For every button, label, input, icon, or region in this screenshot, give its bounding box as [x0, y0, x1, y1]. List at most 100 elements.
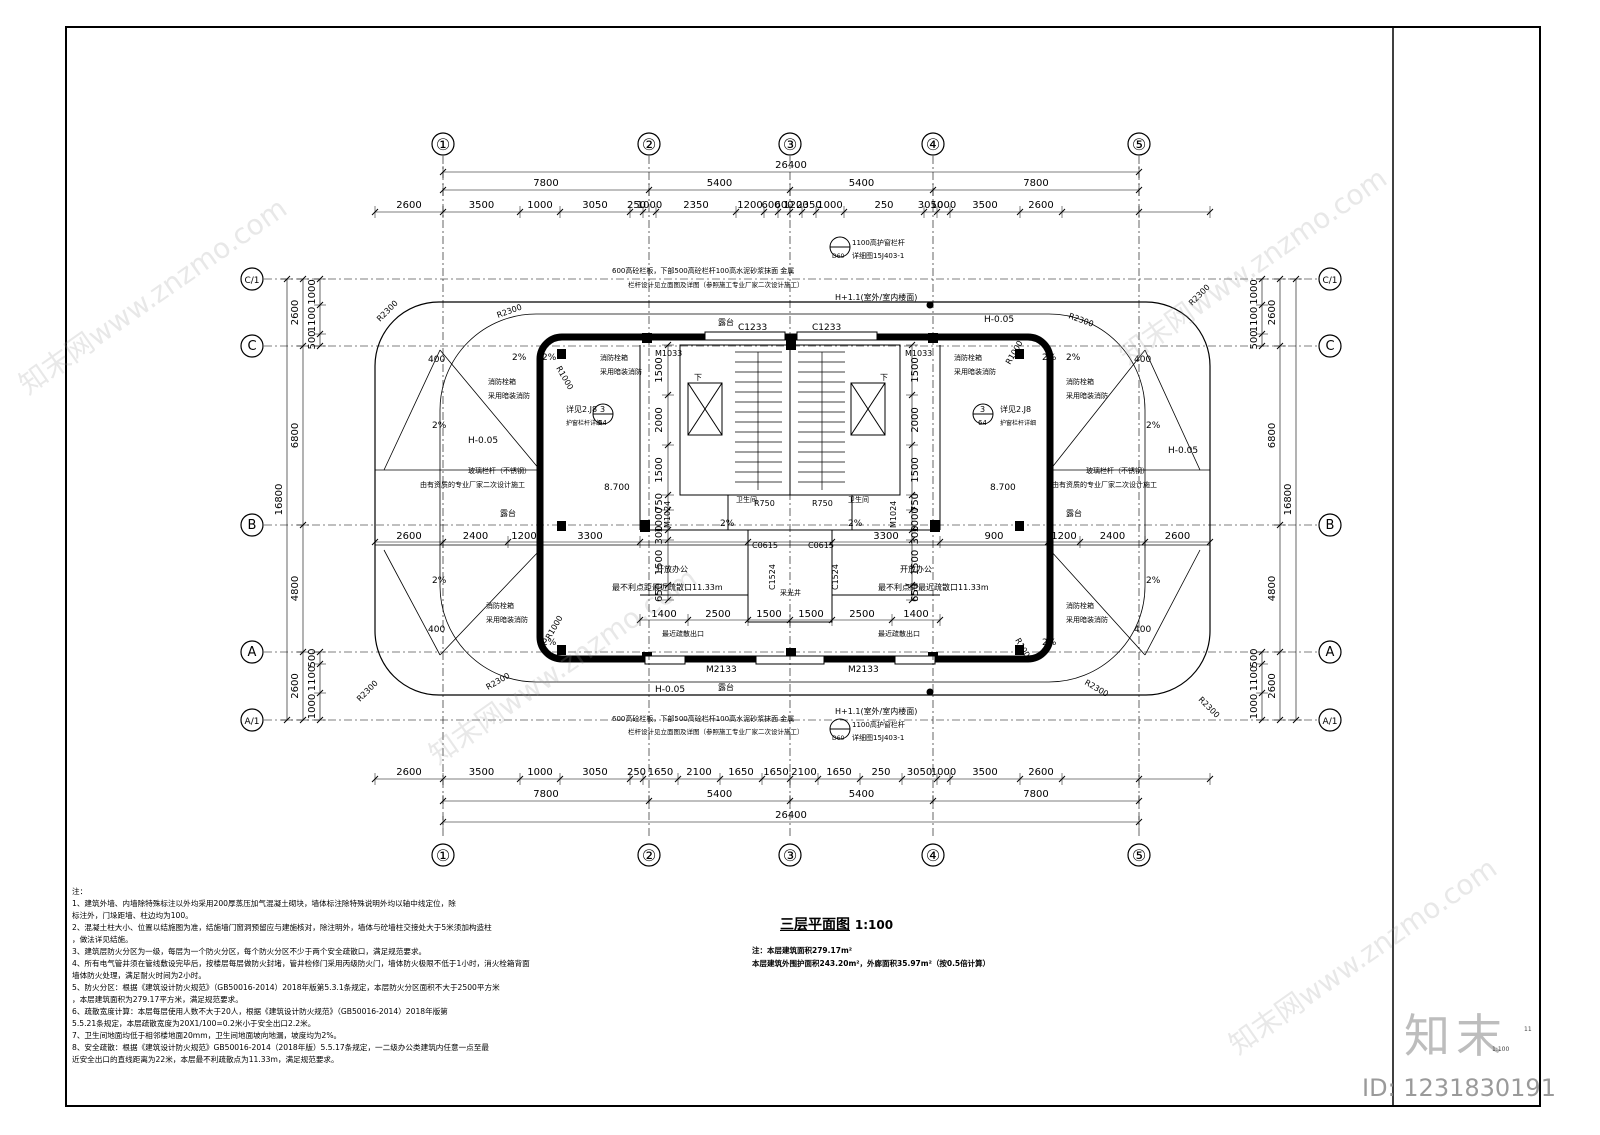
stair-label: 下: [880, 373, 888, 382]
grid-bubble-label: C/1: [244, 276, 259, 286]
dimension-label: 26400: [775, 160, 807, 171]
radius-label: R2300: [375, 299, 400, 324]
note-line: 5、防火分区：根据《建筑设计防火规范》（GB50016-2014）2018年版第…: [72, 983, 500, 992]
hydrant-label: 消防栓箱: [600, 353, 628, 362]
dimension-label: 2350: [796, 200, 821, 211]
corner-scale-text: 1:100: [1492, 1046, 1510, 1053]
room-label: 开放办公: [656, 564, 688, 574]
grid-bubble: [1127, 843, 1151, 867]
grid-bubble-label: B: [248, 518, 257, 533]
hydrant-label: 采用暗装消防: [488, 391, 530, 400]
radius-label: R1000: [554, 365, 575, 392]
dimension-label: 1200: [737, 200, 762, 211]
dimension-label: 650: [654, 583, 665, 602]
dimension-label: 750: [654, 493, 665, 512]
dimension-label: 1500: [910, 357, 921, 382]
offset-label: 400: [1134, 355, 1151, 365]
area-line-1: 注：本层建筑面积279.17m²: [752, 946, 853, 955]
dimension-label: 2600: [290, 673, 301, 698]
dimension-label: 250: [874, 200, 893, 211]
dimension-label: 3050: [907, 767, 932, 778]
note-line: 7、卫生间地面均低于相邻楼地面20mm，卫生间地面坡向地漏，坡度均为2%。: [72, 1031, 342, 1040]
grid-bubble-label: A/1: [245, 717, 260, 727]
dimension-label: 16800: [274, 484, 285, 516]
dimension-label: 3300: [577, 531, 602, 542]
grid-bubble-label: ①: [436, 135, 450, 154]
elevation-label: H-0.05: [468, 436, 498, 446]
note-line: ，做法详见结施。: [72, 935, 133, 944]
grid-bubble-label: A: [1326, 645, 1335, 660]
exit-label: 最近疏散出口: [662, 629, 704, 638]
grid-bubble-label: ③: [783, 846, 797, 865]
grid-bubble: [637, 132, 661, 156]
dimension-label: 1000: [1249, 279, 1260, 304]
detail-ref: 3: [980, 405, 985, 414]
slope-label: 2%: [542, 638, 557, 648]
hydrant-label: 消防栓箱: [488, 377, 516, 386]
distance-label: 最不利点距最近疏散口11.33m: [612, 582, 723, 592]
dimension-label: 1100: [1249, 307, 1260, 332]
grid-bubble: [1127, 132, 1151, 156]
dimension-label: 16800: [1283, 484, 1294, 516]
hydrant-label: 采用暗装消防: [1066, 391, 1108, 400]
grid-bubble: [240, 640, 264, 664]
dimension-label: 4800: [290, 576, 301, 601]
dimension-label: 900: [984, 531, 1003, 542]
dimension-label: 250: [627, 200, 646, 211]
floor-level: 8.700: [604, 483, 630, 493]
drawing-title: 三层平面图 1:100: [780, 914, 893, 934]
dimension-label: 1650: [826, 767, 851, 778]
railing-ref: 详细图15J403-1: [852, 251, 904, 260]
dimension-label: 1000: [307, 279, 318, 304]
dimension-label: 26400: [775, 810, 807, 821]
railing-ref: 详细图15J403-1: [852, 733, 904, 742]
dimension-label: 1500: [910, 550, 921, 575]
door-tag: M1024: [663, 501, 672, 528]
room-label: 卫生间: [736, 495, 757, 504]
dimension-label: 1100: [1249, 666, 1260, 691]
dimension-label: 2500: [705, 609, 730, 620]
dimension-label: 1100: [307, 666, 318, 691]
railing-ref: 1100高护窗栏杆: [852, 720, 905, 729]
grid-bubble-label: ⑤: [1132, 135, 1146, 154]
note-line: 近安全出口的直线距离为22米，本层最不利疏散点为11.33m，满足规范要求。: [72, 1055, 339, 1064]
room-label: 采光井: [780, 588, 801, 597]
dimension-label: 500: [1249, 330, 1260, 349]
dimension-label: 2600: [1267, 673, 1278, 698]
balcony-edge-outline: [439, 313, 1146, 683]
dimension-chains: 26400 7800 5400 5400 7800 2600 3 500 1000 3050 250…: [274, 160, 1302, 828]
floor-level: 8.700: [990, 483, 1016, 493]
hydrant-label: 采用暗装消防: [954, 367, 996, 376]
dimension-label: 1000: [1249, 694, 1260, 719]
grid-bubble-label: B: [1326, 518, 1335, 533]
dimension-label: 1200: [783, 200, 808, 211]
elevation-label: H+1.1(室外/室内楼面): [835, 292, 917, 302]
section-markers: [592, 236, 994, 740]
dimension-label: 5400: [707, 789, 732, 800]
elevation-label: H-0.05: [984, 315, 1014, 325]
offset-label: 400: [428, 355, 445, 365]
dimension-label: 2000: [910, 407, 921, 432]
dimension-label: 2350: [683, 200, 708, 211]
grid-bubble: [1318, 513, 1342, 537]
drawing-title-name: 三层平面图: [780, 917, 850, 933]
dimension-label: 2100: [686, 767, 711, 778]
dimension-label: 2600: [1165, 531, 1190, 542]
dimension-label: 5400: [707, 178, 732, 189]
grid-bubble-label: ④: [926, 135, 940, 154]
hydrant-label: 消防栓箱: [1066, 601, 1094, 610]
radius-label: R2300: [355, 679, 380, 704]
stair-treads: [735, 351, 845, 490]
dimension-label: 7800: [533, 178, 558, 189]
dimension-label: 2400: [463, 531, 488, 542]
grid-bubble-label: ⑤: [1132, 846, 1146, 865]
dimension-label: 1500: [798, 609, 823, 620]
balcony-label: 露台: [500, 508, 516, 518]
dimension-label: 2000: [654, 407, 665, 432]
dimension-label: 2600: [1028, 200, 1053, 211]
dimension-label: 5400: [849, 789, 874, 800]
dimension-label: 7800: [1023, 789, 1048, 800]
door-tag: M2133: [848, 665, 879, 675]
